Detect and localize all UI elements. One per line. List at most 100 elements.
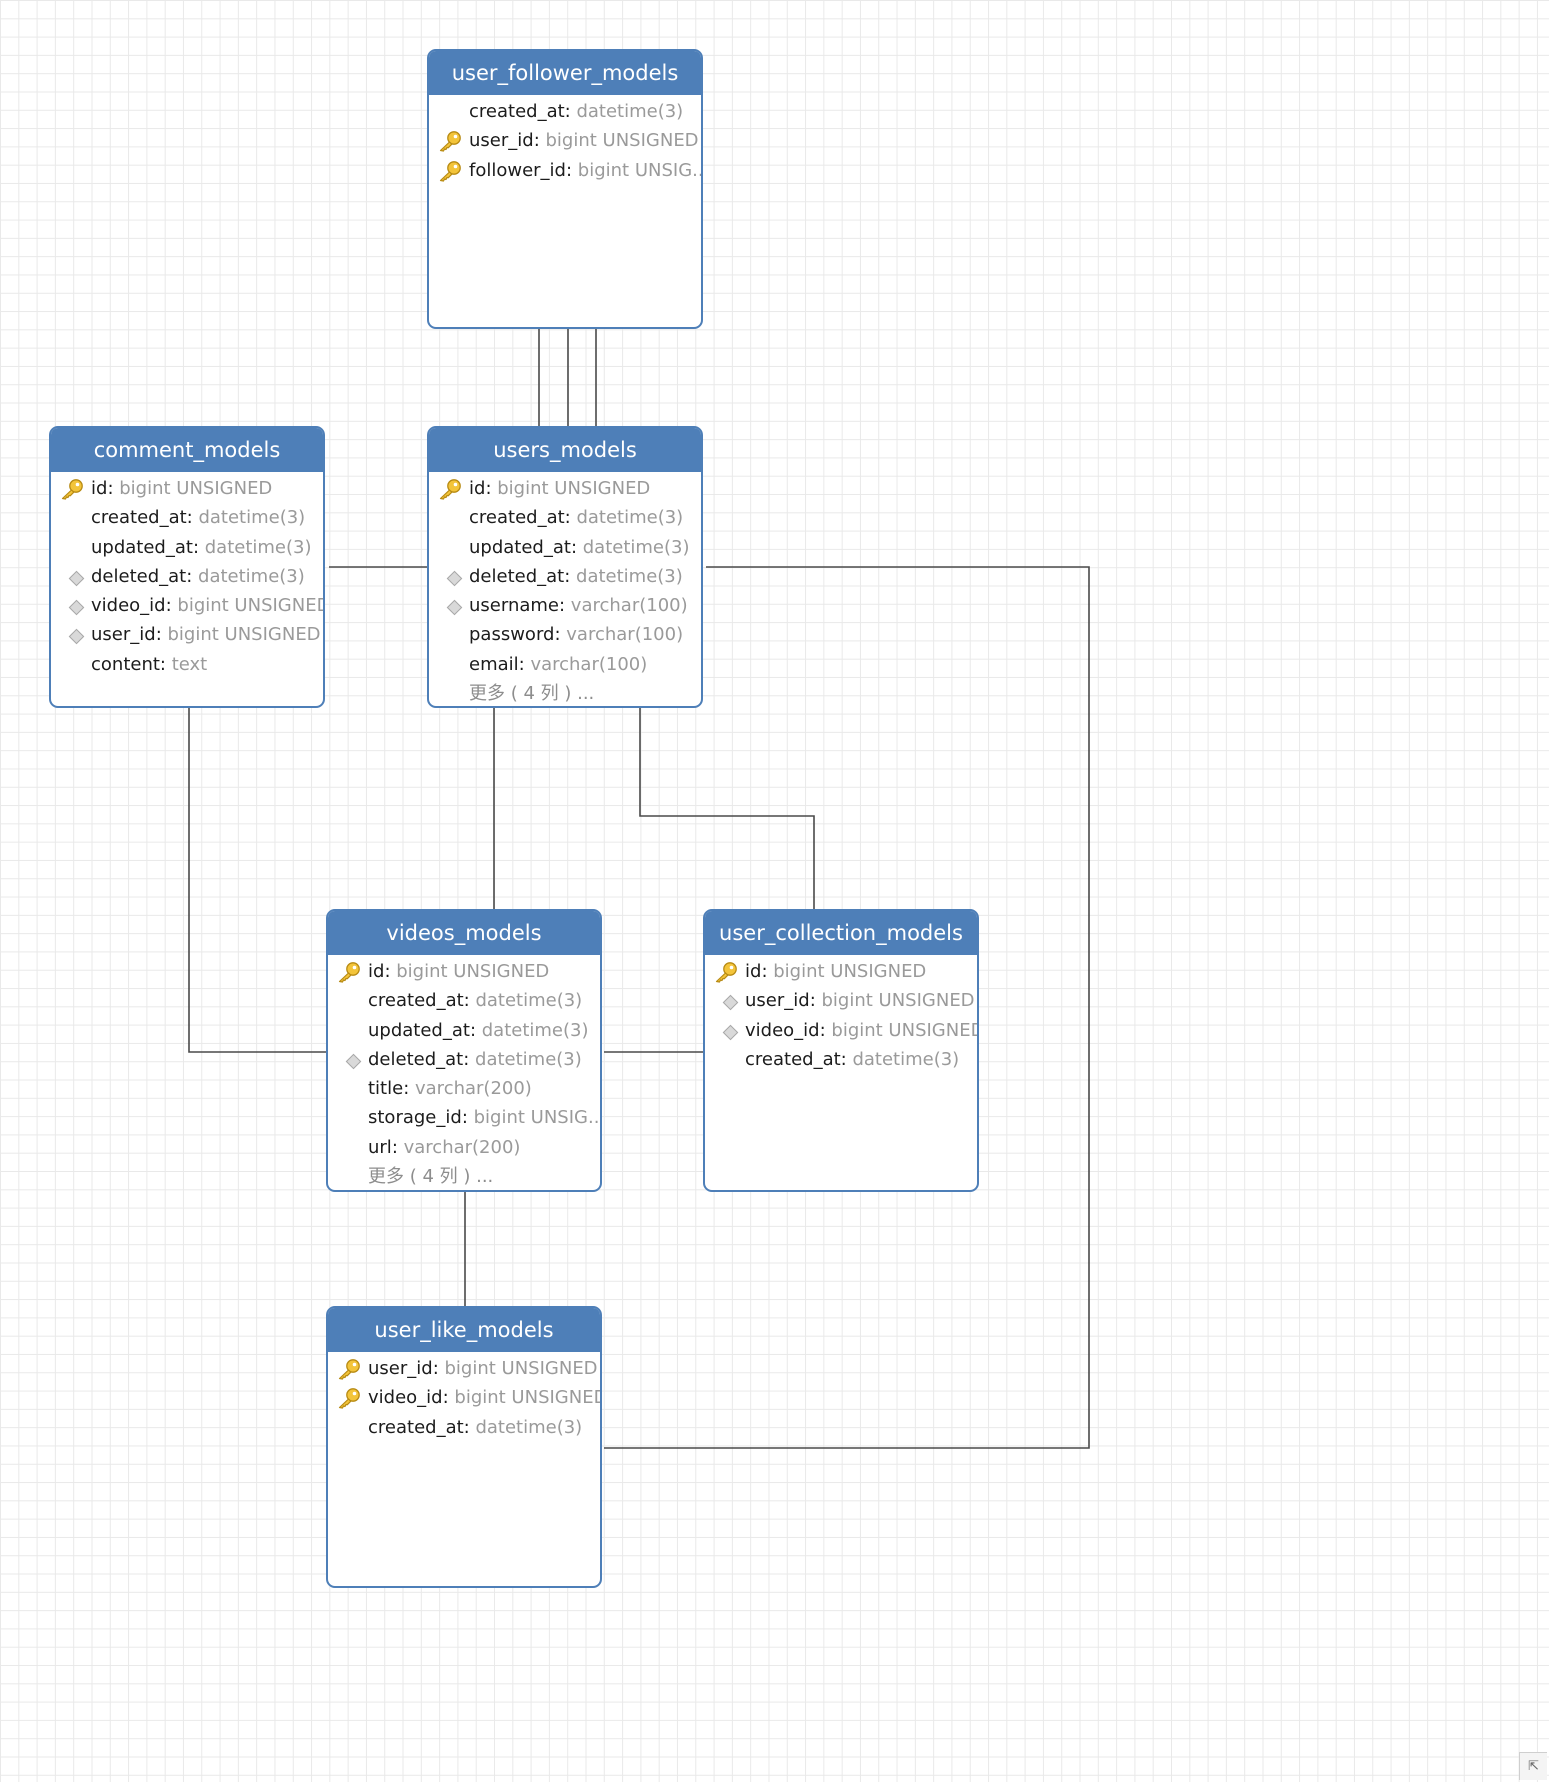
- relation-line-comment-videos: [188, 707, 326, 1053]
- field-separator: :: [564, 565, 577, 587]
- field-type: bigint UNSIGNED: [454, 1387, 600, 1409]
- field-row[interactable]: created_at: datetime(3): [429, 503, 701, 532]
- field-type: bigint UNSIG...: [473, 1107, 600, 1129]
- field-separator: :: [533, 130, 546, 152]
- entity-title[interactable]: user_collection_models: [705, 911, 977, 955]
- field-row[interactable]: user_id: bigint UNSIGNED: [429, 126, 701, 155]
- entity-title[interactable]: user_like_models: [328, 1308, 600, 1352]
- field-separator: :: [518, 653, 531, 675]
- field-name: created_at: [745, 1048, 841, 1070]
- field-row[interactable]: updated_at: datetime(3): [51, 533, 323, 562]
- field-separator: :: [570, 536, 583, 558]
- field-name: created_at: [469, 101, 565, 122]
- field-row[interactable]: created_at: datetime(3): [51, 503, 323, 532]
- field-row[interactable]: user_id: bigint UNSIGNED: [705, 986, 977, 1015]
- field-separator: :: [566, 159, 578, 181]
- field-separator: :: [442, 1387, 455, 1409]
- field-row[interactable]: deleted_at: datetime(3): [51, 562, 323, 591]
- field-row[interactable]: user_id: bigint UNSIGNED: [51, 620, 323, 649]
- field-name: video_id: [368, 1387, 443, 1409]
- field-row[interactable]: created_at: datetime(3): [328, 1413, 600, 1442]
- field-row[interactable]: updated_at: datetime(3): [429, 533, 701, 562]
- field-type: datetime(3): [475, 1048, 582, 1070]
- index-diamond-icon: [446, 570, 463, 587]
- field-row[interactable]: deleted_at: datetime(3): [429, 562, 701, 591]
- more-columns-link[interactable]: 更多 ( 4 列 ) ...: [328, 1162, 600, 1190]
- field-row[interactable]: id: bigint UNSIGNED: [328, 957, 600, 986]
- field-row[interactable]: video_id: bigint UNSIGNED: [328, 1383, 600, 1412]
- field-separator: :: [564, 101, 577, 122]
- field-row[interactable]: created_at: datetime(3): [705, 1045, 977, 1074]
- primary-key-icon: [437, 160, 463, 182]
- field-row[interactable]: follower_id: bigint UNSIG...: [429, 156, 701, 185]
- field-type: datetime(3): [852, 1048, 960, 1070]
- field-row[interactable]: storage_id: bigint UNSIG...: [328, 1103, 600, 1132]
- field-type: varchar(200): [415, 1078, 532, 1100]
- field-type: datetime(3): [204, 536, 312, 558]
- entity-user-follower-models[interactable]: user_follower_models created_at: datetim…: [427, 49, 703, 329]
- index-diamond-icon: [722, 995, 739, 1011]
- field-row[interactable]: id: bigint UNSIGNED: [429, 474, 701, 503]
- field-type: datetime(3): [576, 101, 684, 122]
- more-columns-label: 更多 ( 4 列 ) ...: [368, 1166, 494, 1188]
- field-separator: :: [840, 1048, 853, 1070]
- field-row[interactable]: user_id: bigint UNSIGNED: [328, 1354, 600, 1383]
- field-type: bigint UNSIGNED: [167, 624, 321, 646]
- field-name: user_id: [469, 130, 534, 152]
- field-name: id: [91, 478, 108, 499]
- field-type: bigint UNSIGNED: [396, 961, 550, 982]
- field-type: bigint UNSIGNED: [545, 130, 699, 152]
- entity-title[interactable]: videos_models: [328, 911, 600, 955]
- field-row[interactable]: title: varchar(200): [328, 1074, 600, 1103]
- field-list: created_at: datetime(3)user_id: bigint U…: [429, 95, 701, 185]
- primary-key-icon: [336, 1387, 362, 1409]
- field-name: created_at: [469, 507, 565, 529]
- field-row[interactable]: created_at: datetime(3): [429, 97, 701, 126]
- entity-title[interactable]: user_follower_models: [429, 51, 701, 95]
- field-row[interactable]: password: varchar(100): [429, 620, 701, 649]
- field-name: title: [368, 1078, 404, 1100]
- primary-key-icon: [336, 1358, 362, 1380]
- primary-key-icon: [336, 961, 362, 983]
- field-row[interactable]: updated_at: datetime(3): [328, 1016, 600, 1045]
- relation-line-users-collection: [639, 707, 815, 909]
- field-row[interactable]: video_id: bigint UNSIGNED: [705, 1016, 977, 1045]
- field-row[interactable]: url: varchar(200): [328, 1133, 600, 1162]
- field-separator: :: [463, 1048, 476, 1070]
- index-diamond-icon: [722, 1024, 739, 1040]
- field-row[interactable]: created_at: datetime(3): [328, 986, 600, 1015]
- field-separator: :: [384, 961, 397, 982]
- field-name: id: [368, 961, 385, 982]
- more-columns-link[interactable]: 更多 ( 4 列 ) ...: [429, 679, 701, 706]
- field-row[interactable]: email: varchar(100): [429, 650, 701, 679]
- entity-title[interactable]: comment_models: [51, 428, 323, 472]
- field-row[interactable]: username: varchar(100): [429, 591, 701, 620]
- field-name: updated_at: [368, 1019, 470, 1041]
- field-name: video_id: [91, 595, 166, 617]
- entity-title[interactable]: users_models: [429, 428, 701, 472]
- field-type: bigint UNSIGNED: [177, 595, 323, 617]
- field-separator: :: [165, 595, 178, 617]
- field-row[interactable]: id: bigint UNSIGNED: [705, 957, 977, 986]
- entity-user-like-models[interactable]: user_like_models user_id: bigint UNSIGNE…: [326, 1306, 602, 1588]
- field-row[interactable]: deleted_at: datetime(3): [328, 1045, 600, 1074]
- field-row[interactable]: content: text: [51, 650, 323, 679]
- field-separator: :: [809, 990, 822, 1012]
- field-name: video_id: [745, 1019, 820, 1041]
- field-separator: :: [485, 478, 498, 499]
- field-separator: :: [463, 1416, 476, 1438]
- field-name: password: [469, 624, 555, 646]
- field-row[interactable]: video_id: bigint UNSIGNED: [51, 591, 323, 620]
- navigator-corner-button[interactable]: ⇱: [1519, 1752, 1547, 1780]
- field-row[interactable]: id: bigint UNSIGNED: [51, 474, 323, 503]
- field-name: created_at: [368, 1416, 464, 1438]
- field-type: bigint UNSIG...: [577, 159, 701, 181]
- entity-user-collection-models[interactable]: user_collection_models id: bigint UNSIGN…: [703, 909, 979, 1192]
- field-name: follower_id: [469, 159, 566, 181]
